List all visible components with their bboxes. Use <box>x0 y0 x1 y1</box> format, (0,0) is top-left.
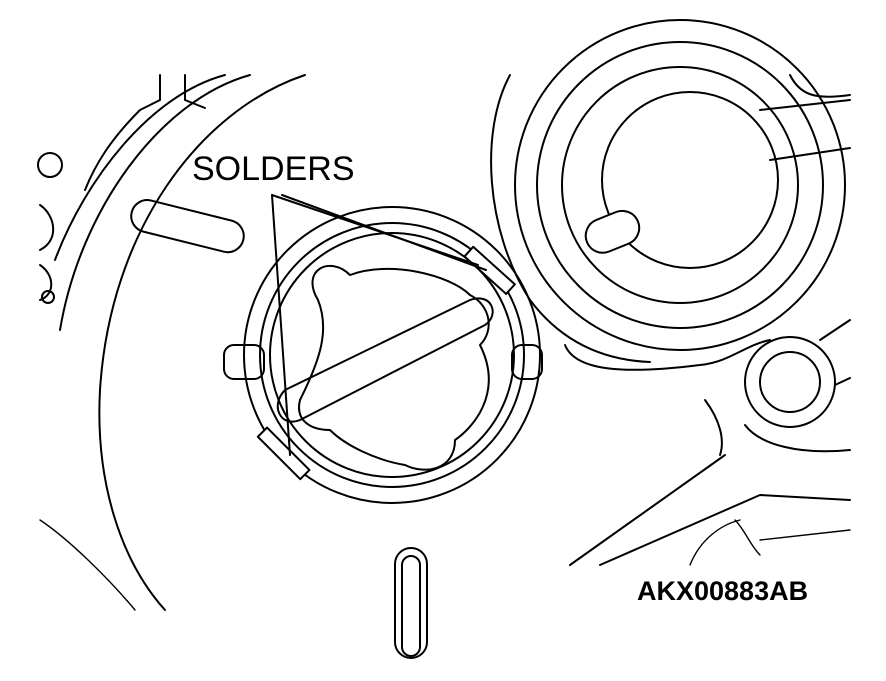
bottom-slot <box>394 547 428 659</box>
solder-mark-lower <box>256 426 311 481</box>
right-housing <box>564 319 851 566</box>
upper-right-bore <box>490 19 851 363</box>
center-assembly <box>223 206 543 504</box>
solders-leader-lines <box>271 194 487 456</box>
solders-label: SOLDERS <box>192 150 355 188</box>
bottom-slot-inner <box>401 555 421 657</box>
figure-id: AKX00883AB <box>637 576 808 606</box>
solder-mark-upper <box>463 245 516 295</box>
left-housing <box>37 74 306 611</box>
